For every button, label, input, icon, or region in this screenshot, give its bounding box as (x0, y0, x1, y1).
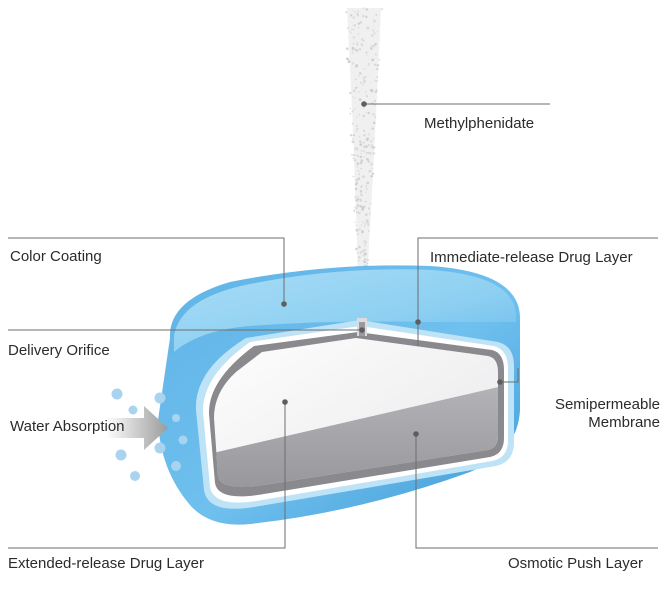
label-water-absorption: Water Absorption (10, 418, 125, 435)
label-semipermeable: Semipermeable (554, 396, 660, 413)
label-immediate-release-drug-layer: Immediate-release Drug Layer (430, 249, 633, 266)
label-color-coating: Color Coating (10, 248, 102, 265)
leader-endpoints (281, 101, 503, 437)
leader-lines (8, 103, 658, 549)
water-absorption-arrow-icon (106, 406, 168, 450)
label-extended-release-drug-layer: Extended-release Drug Layer (8, 555, 204, 572)
water-droplets (111, 388, 188, 481)
label-osmotic-push-layer: Osmotic Push Layer (508, 555, 644, 572)
label-membrane: Membrane (588, 414, 660, 431)
label-delivery-orifice: Delivery Orifice (8, 342, 110, 359)
coating-top (174, 269, 516, 352)
label-methylphenidate: Methylphenidate (424, 115, 535, 132)
tablet (158, 265, 520, 525)
